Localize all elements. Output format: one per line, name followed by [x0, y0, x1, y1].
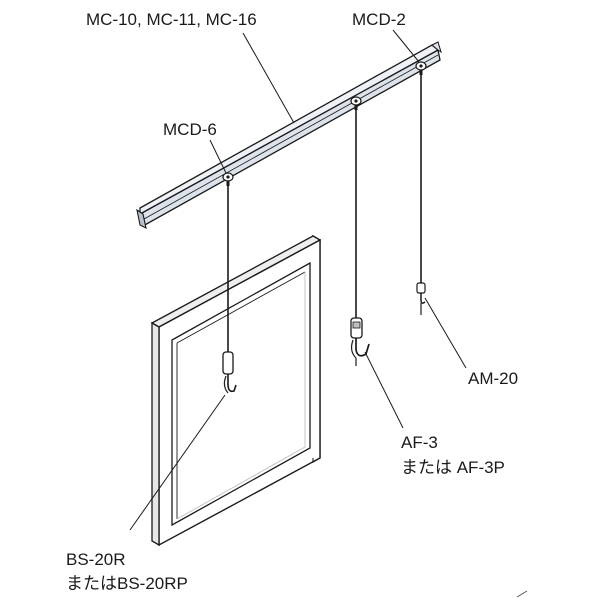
frame-opening [171, 261, 311, 527]
label-af3: AF-3 [401, 433, 438, 452]
runner-mid-icon [350, 96, 362, 110]
frame-bevel-bottom [176, 446, 306, 520]
label-mcd6: MCD-6 [163, 120, 217, 139]
hook-icon [350, 317, 370, 366]
leader-line-af3 [364, 351, 404, 429]
leader-line-am20 [424, 297, 467, 369]
runner-right-icon [415, 61, 427, 75]
stray-mark [516, 590, 528, 598]
leader-line-bs20r [129, 394, 226, 531]
rail-end-cap-right [431, 41, 442, 54]
rail-groove [143, 54, 439, 220]
label-bs20rp: またはBS-20RP [66, 574, 188, 593]
label-mcd2: MCD-2 [352, 10, 406, 29]
frame-left-side [151, 321, 160, 547]
picture-frame-icon [150, 234, 322, 547]
leader-line-rail [242, 32, 295, 124]
leader-line-mcd2 [392, 29, 420, 63]
ceiling-rail-icon [136, 41, 442, 230]
label-rail: MC-10, MC-11, MC-16 [86, 10, 257, 29]
label-am20: AM-20 [468, 369, 519, 388]
label-bs20r: BS-20R [66, 550, 126, 569]
leader-line-mcd6 [209, 139, 227, 174]
hook-icon [222, 351, 237, 394]
label-af3p: または AF-3P [401, 458, 505, 477]
runner-left-icon [222, 172, 234, 186]
hook-icon [416, 282, 426, 315]
frame-bevel-top [176, 271, 306, 344]
rail-end-cap-left [136, 208, 147, 230]
